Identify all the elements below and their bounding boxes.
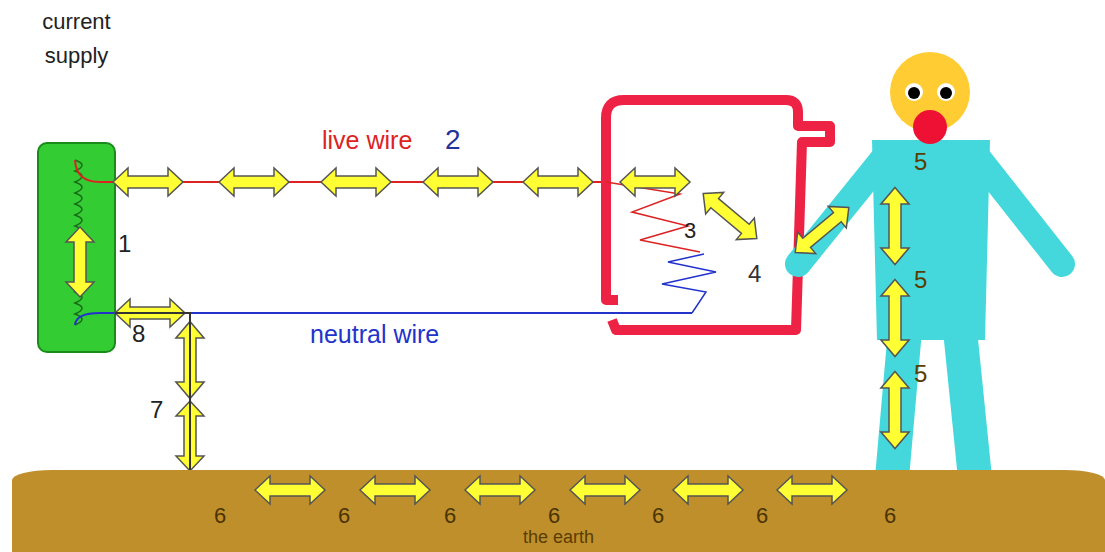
node-label: the earth — [12, 528, 1105, 546]
callout-number: 5 — [914, 268, 927, 292]
callout-number: 6 — [548, 505, 560, 527]
kettle — [606, 100, 830, 330]
callout-number: 5 — [914, 150, 927, 174]
callout-number: 5 — [914, 362, 927, 386]
current-arrow — [66, 168, 909, 471]
earth-connection — [115, 313, 190, 470]
callout-number: 7 — [150, 398, 163, 422]
heating-element — [606, 182, 700, 252]
callout-number: 6 — [884, 505, 896, 527]
callout-number: 6 — [338, 505, 350, 527]
neutral-wire — [100, 312, 692, 314]
person — [798, 52, 1062, 478]
wire-name: live wire — [322, 128, 412, 153]
power-supply: current supply — [38, 143, 115, 352]
supply-box — [38, 143, 115, 352]
callout-number: 3 — [684, 220, 696, 242]
coil-lead — [75, 160, 100, 182]
coil-lead — [75, 313, 100, 325]
callout-number: 1 — [118, 232, 131, 256]
callout-number: 6 — [652, 505, 664, 527]
heating-element — [662, 254, 716, 313]
callout-number: 6 — [214, 505, 226, 527]
node-label: current supply — [10, 5, 143, 73]
callout-number: 6 — [756, 505, 768, 527]
callout-number: 8 — [132, 322, 145, 346]
callout-number: 2 — [445, 126, 461, 154]
callout-number: 6 — [444, 505, 456, 527]
wire-name: neutral wire — [310, 322, 439, 347]
callout-number: 4 — [748, 262, 761, 286]
